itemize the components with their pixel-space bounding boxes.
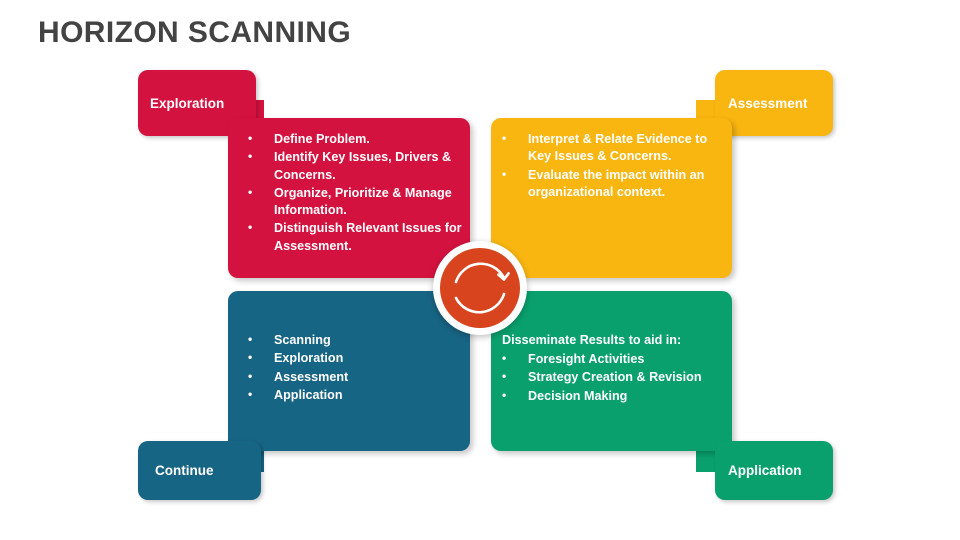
list-item: Exploration <box>248 349 464 367</box>
list-item: Define Problem. <box>248 130 464 148</box>
list-item: Decision Making <box>502 387 726 405</box>
list-item: Identify Key Issues, Drivers & Concerns. <box>248 148 464 184</box>
exploration-body: Define Problem. Identify Key Issues, Dri… <box>228 118 470 278</box>
list-item: Evaluate the impact within an organizati… <box>502 166 722 202</box>
page-title: HORIZON SCANNING <box>38 16 352 49</box>
application-list: Foresight Activities Strategy Creation &… <box>502 350 726 406</box>
continue-body: Scanning Exploration Assessment Applicat… <box>228 291 470 451</box>
list-item: Interpret & Relate Evidence to Key Issue… <box>502 130 722 166</box>
application-list-head: Disseminate Results to aid in: <box>502 333 682 347</box>
exploration-list: Define Problem. Identify Key Issues, Dri… <box>248 130 464 256</box>
assessment-tab[interactable]: Assessment <box>715 70 833 136</box>
list-item: Organize, Prioritize & Manage Informatio… <box>248 184 464 220</box>
assessment-body: Interpret & Relate Evidence to Key Issue… <box>491 118 732 278</box>
cycle-arrows-icon <box>440 248 520 328</box>
application-tab-label: Application <box>728 463 802 478</box>
list-item: Application <box>248 386 464 404</box>
continue-tab-label: Continue <box>155 463 214 478</box>
assessment-tab-label: Assessment <box>728 95 808 111</box>
assessment-list: Interpret & Relate Evidence to Key Issue… <box>502 130 722 202</box>
list-item: Foresight Activities <box>502 350 726 368</box>
exploration-tab-label: Exploration <box>150 95 225 111</box>
cycle-badge <box>433 241 527 335</box>
list-item: Strategy Creation & Revision <box>502 368 726 386</box>
application-tab[interactable]: Application <box>715 441 833 500</box>
list-item: Scanning <box>248 331 464 349</box>
continue-list: Scanning Exploration Assessment Applicat… <box>248 331 464 405</box>
list-item: Distinguish Relevant Issues for Assessme… <box>248 219 464 255</box>
application-body: Disseminate Results to aid in: Foresight… <box>491 291 732 451</box>
continue-tab[interactable]: Continue <box>138 441 261 500</box>
list-item: Assessment <box>248 368 464 386</box>
